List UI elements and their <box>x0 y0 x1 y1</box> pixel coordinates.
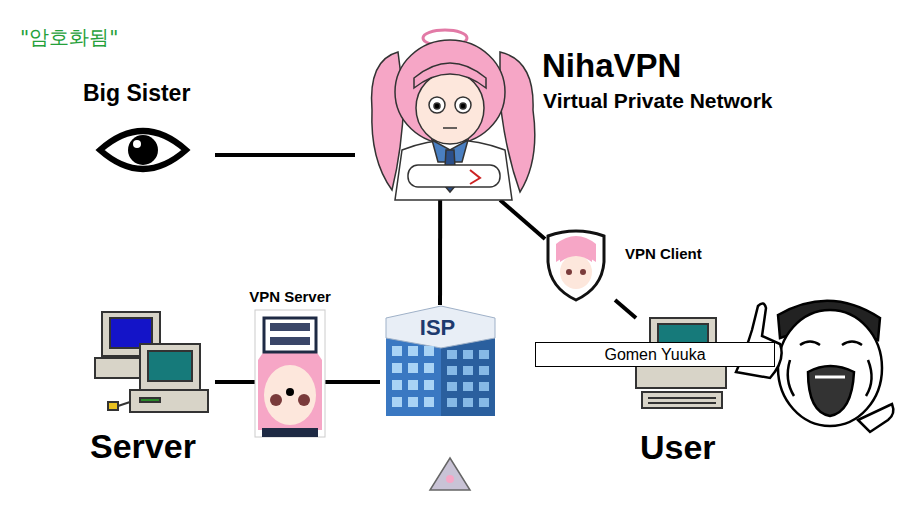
node-title: VPN Server <box>249 288 331 305</box>
window <box>447 350 457 359</box>
window <box>463 366 473 375</box>
window <box>424 346 434 356</box>
vpn-server-picture <box>255 310 325 437</box>
node-subtitle: Virtual Private Network <box>543 89 773 113</box>
client-node: VPN Client <box>545 228 715 300</box>
pyramid <box>430 458 470 490</box>
connector-line <box>335 380 380 384</box>
window <box>447 366 457 375</box>
note-label: "암호화됨" <box>20 24 118 51</box>
vpn-node: NihaVPN Virtual Private Network <box>355 25 850 200</box>
window <box>408 363 418 373</box>
window <box>408 346 418 356</box>
window <box>447 398 457 407</box>
nihavpn-character <box>372 30 535 200</box>
node-title: ISP <box>420 315 455 340</box>
window <box>447 382 457 391</box>
server-computers <box>95 312 208 412</box>
window <box>392 363 402 373</box>
window <box>392 346 402 356</box>
server-node: Server <box>85 305 215 475</box>
window <box>463 398 473 407</box>
window <box>392 380 402 390</box>
node-title: VPN Client <box>625 245 702 262</box>
window <box>408 380 418 390</box>
isp-building <box>386 306 495 416</box>
window <box>479 398 489 407</box>
window <box>424 380 434 390</box>
window <box>479 382 489 391</box>
connector-line <box>215 153 355 157</box>
connector-line <box>615 300 636 318</box>
node-title: Gomen Yuuka <box>604 346 705 364</box>
vpn-client-shield <box>548 231 604 300</box>
window <box>424 363 434 373</box>
vpn-server-node: VPN Server <box>245 283 335 440</box>
window <box>392 397 402 407</box>
connector-line <box>438 200 442 305</box>
user-node: User <box>625 318 735 470</box>
window <box>463 350 473 359</box>
window <box>424 397 434 407</box>
node-title: Server <box>90 427 196 466</box>
window <box>463 382 473 391</box>
isp-node: ISP <box>380 305 495 415</box>
window <box>479 350 489 359</box>
node-title: NihaVPN <box>542 47 681 85</box>
window <box>479 366 489 375</box>
observer-node: Big Sister <box>80 75 215 175</box>
connector-line <box>500 200 545 239</box>
window <box>408 397 418 407</box>
name-box: Gomen Yuuka <box>535 342 775 367</box>
node-title: Big Sister <box>83 80 190 106</box>
eye-icon <box>100 131 186 169</box>
node-title: User <box>640 428 716 467</box>
